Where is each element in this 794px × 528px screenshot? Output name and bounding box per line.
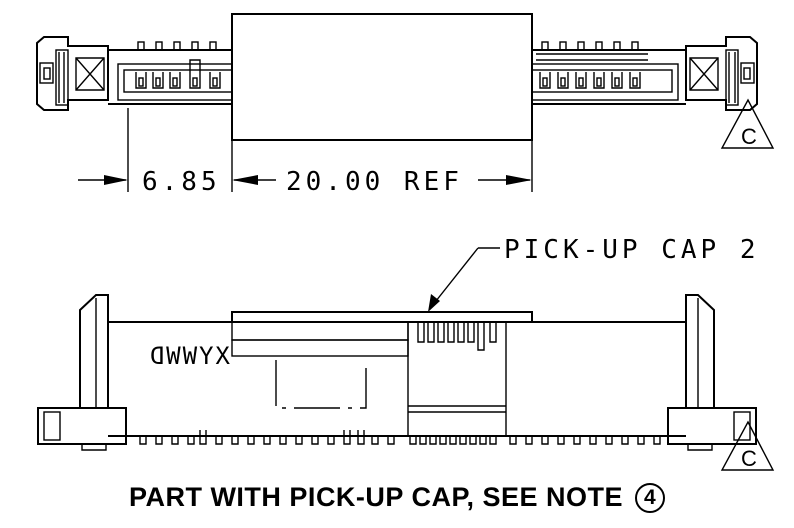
callout-label: PICK-UP CAP 2 xyxy=(504,235,760,265)
top-left-ear xyxy=(36,36,109,111)
revision-triangle-bottom: C xyxy=(720,420,775,471)
figure-caption: PART WITH PICK-UP CAP, SEE NOTE 4 xyxy=(0,482,794,513)
pickup-cap-callout xyxy=(428,247,500,312)
dimension-lines xyxy=(78,108,533,192)
note-reference-circle: 4 xyxy=(635,483,666,513)
svg-text:C: C xyxy=(741,124,757,149)
dim-ref-value: 20.00 REF xyxy=(286,167,463,197)
top-view: C 6.85 20.00 REF xyxy=(36,13,775,197)
side-view: XYWWD xyxy=(37,294,775,471)
top-right-ear xyxy=(685,36,758,111)
revision-triangle-top: C xyxy=(720,98,775,149)
bottom-terminals xyxy=(139,430,661,445)
part-marking: XYWWD xyxy=(148,342,230,370)
top-housing-left xyxy=(108,41,233,105)
top-pickup-cap xyxy=(231,13,533,141)
side-pickup-cap xyxy=(231,311,533,323)
dim-left-value: 6.85 xyxy=(142,167,221,197)
cap-pins xyxy=(417,322,497,351)
svg-text:C: C xyxy=(741,446,757,471)
top-housing-right xyxy=(531,41,686,105)
caption-text: PART WITH PICK-UP CAP, SEE NOTE xyxy=(128,482,624,512)
